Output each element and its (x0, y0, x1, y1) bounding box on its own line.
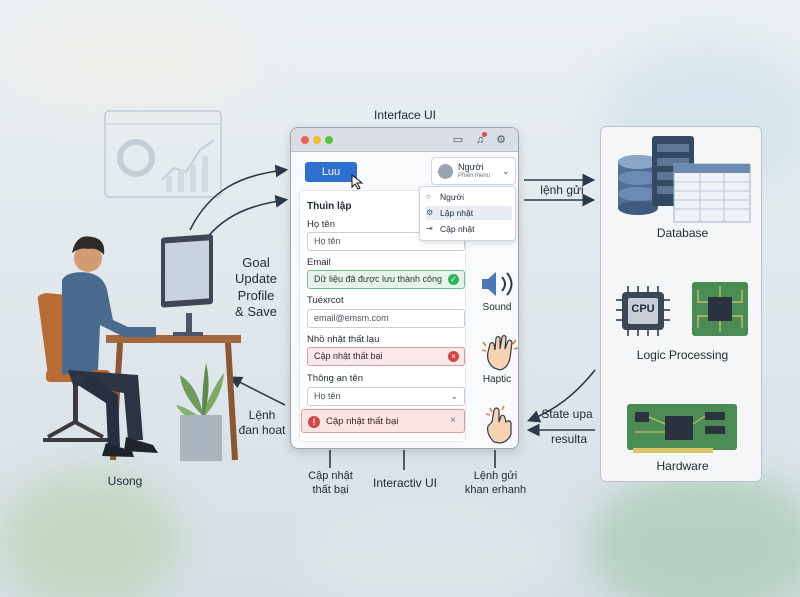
email-success-text: Dữ liệu đã được lưu thành công (314, 274, 443, 284)
error-x-icon: × (448, 351, 459, 362)
name-select-value: Họ tên (314, 391, 341, 401)
sound-label: Sound (482, 302, 512, 313)
usong-label: Usong (107, 474, 143, 488)
avatar (438, 164, 453, 179)
cpu-label: CPU (631, 303, 655, 315)
email-input[interactable]: email@emsm.com (307, 309, 465, 328)
lenh-dan-hoat-label: Lệnh đan hoat (238, 408, 286, 437)
alert-exclamation-icon: ! (308, 416, 320, 428)
cpu-chip-icon (616, 286, 670, 336)
user-name: Người (458, 162, 484, 172)
results-label: resulta (550, 432, 588, 446)
circuit-board-icon (692, 282, 748, 336)
interface-ui-title: Interface UI (373, 108, 437, 122)
app-window: ▭ ♫ ⚙ Luu Người Phiên menu ⌄ Thuìn lập H… (290, 127, 519, 449)
field-label-fifth: Thông an tên (307, 373, 363, 384)
error-alert-text: Cập nhật thất bại (326, 416, 399, 427)
email-field-success[interactable]: Dữ liệu đã được lưu thành công ✓ (307, 270, 465, 289)
menu-item-settings-label: Lập nhật (440, 208, 474, 218)
menu-item-settings[interactable]: ⚙ Lập nhật (426, 206, 512, 220)
success-check-icon: ✓ (448, 274, 459, 285)
logout-icon: ⇥ (426, 224, 433, 233)
plant-illustration (176, 363, 224, 461)
user-menu-dropdown[interactable]: Người Phiên menu ⌄ (431, 157, 516, 185)
bell-icon[interactable]: ♫ (475, 134, 485, 146)
user-dropdown-menu: ○ Người ⚙ Lập nhật ⇥ Cập nhật (419, 186, 516, 241)
minimize-window-dot[interactable] (313, 136, 321, 144)
hardware-label: Hardware (656, 459, 709, 473)
menu-item-person-label: Người (440, 192, 465, 202)
save-button[interactable]: Luu (305, 162, 357, 182)
menu-item-update-label: Cập nhật (440, 224, 475, 234)
notification-dot (482, 132, 487, 137)
mouse-cursor-icon (351, 174, 364, 190)
field-label-third: Tuéxrcot (307, 295, 344, 306)
name-input-value: Họ tên (314, 236, 341, 246)
hardware-board-icon (627, 404, 737, 453)
update-failed-field[interactable]: Cập nhật thất bại × (307, 347, 465, 366)
settings-icon: ⚙ (426, 208, 434, 217)
field-label-fourth: Nhồ nhặt thất lạu (307, 334, 380, 345)
menu-item-update[interactable]: ⇥ Cập nhật (426, 222, 512, 236)
database-label: Database (656, 226, 709, 240)
maximize-window-dot[interactable] (325, 136, 333, 144)
user-subtitle: Phiên menu (458, 173, 491, 179)
update-failed-caption: Cập nhật thất bại (308, 470, 353, 496)
update-failed-text: Cập nhật thất bại (314, 351, 383, 361)
email-input-value: email@emsm.com (314, 313, 389, 323)
database-icon (618, 136, 751, 223)
state-update-label: State upa (541, 407, 593, 421)
menu-item-person[interactable]: ○ Người (426, 190, 512, 204)
logic-processing-label: Logic Processing (636, 348, 729, 362)
name-select[interactable]: Họ tên ⌄ (307, 387, 465, 406)
bookmark-icon[interactable]: ▭ (452, 134, 464, 146)
haptic-hand-icon (481, 334, 519, 371)
field-label-email: Email (307, 257, 331, 268)
goal-label: Goal Update Profile & Save (235, 255, 277, 319)
interactive-ui-caption: Interactiv UI (372, 476, 438, 490)
close-icon[interactable]: × (450, 415, 456, 426)
sound-icon (482, 272, 513, 296)
person-at-desk-illustration (37, 234, 241, 461)
close-window-dot[interactable] (301, 136, 309, 144)
chevron-down-icon: ⌄ (450, 391, 458, 401)
window-titlebar: ▭ ♫ ⚙ (291, 128, 518, 152)
chevron-down-icon: ⌄ (502, 166, 510, 176)
haptic-label: Haptic (482, 374, 512, 385)
error-alert: ! Cập nhật thất bại × (301, 409, 465, 433)
person-icon: ○ (426, 192, 431, 201)
send-command-caption: Lệnh gửi khan erhanh (464, 470, 527, 496)
form-title: Thuìn lập (307, 201, 352, 212)
background-dashboard-sketch (104, 110, 222, 198)
gear-icon[interactable]: ⚙ (496, 134, 506, 146)
send-command-label: lệnh gửi (540, 183, 584, 197)
field-label-name: Họ tên (307, 219, 335, 230)
touch-hand-icon (485, 405, 512, 444)
